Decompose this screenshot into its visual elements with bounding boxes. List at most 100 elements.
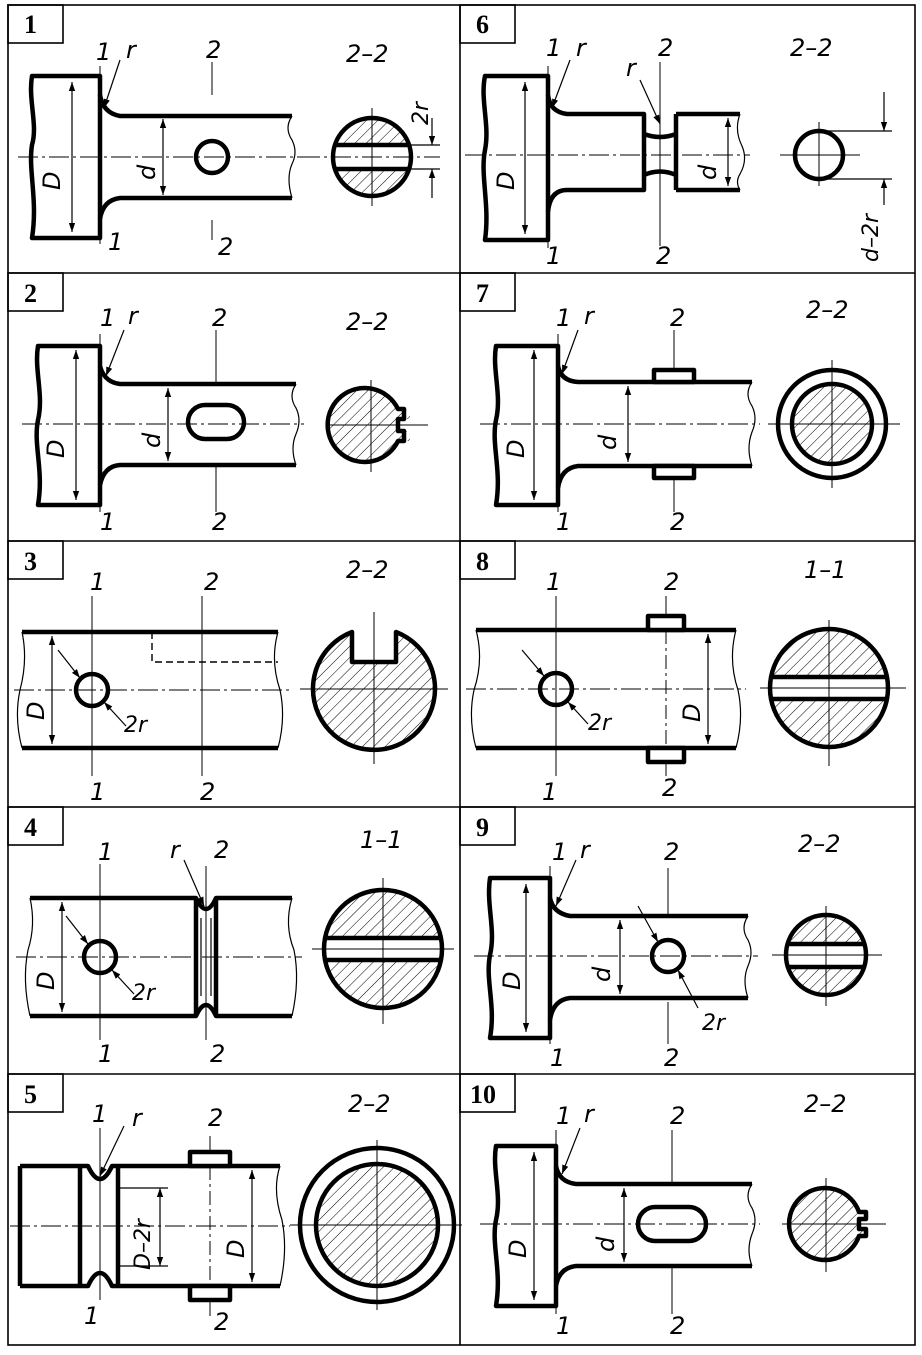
label-d-2r: d–2r xyxy=(859,212,884,262)
label-2r: 2r xyxy=(702,1011,727,1036)
label-sec1-bottom: 1 xyxy=(546,242,561,270)
panel-number-box xyxy=(7,1073,64,1113)
view-label: 2–2 xyxy=(806,296,849,324)
panel-4: 4 1 1 r 2 2 D 2r 1–1 xyxy=(7,806,454,1068)
label-sec2-top: 2 xyxy=(664,838,679,866)
label-2r: 2r xyxy=(124,713,149,738)
shaft-view xyxy=(14,596,290,776)
label-sec2-bottom: 2 xyxy=(670,508,685,536)
section-view xyxy=(300,108,440,206)
label-sec2-bottom: 2 xyxy=(670,1312,685,1340)
label-d: d xyxy=(592,1236,620,1252)
label-r2: r xyxy=(626,54,638,82)
panel-number: 10 xyxy=(470,1080,496,1109)
label-sec1-top: 1 xyxy=(556,304,571,332)
label-sec1-bottom: 1 xyxy=(556,1312,571,1340)
panel-number-box xyxy=(459,806,516,846)
label-sec1-bottom: 1 xyxy=(556,508,571,536)
panel-number-box xyxy=(459,272,516,312)
view-label: 2–2 xyxy=(798,830,841,858)
label-sec1-bottom: 1 xyxy=(90,778,105,806)
label-sec2-top: 2 xyxy=(206,36,221,64)
label-D: D xyxy=(222,1240,250,1258)
panel-2: 2 1 1 r 2 2 D d 2–2 xyxy=(7,272,428,536)
label-r: r xyxy=(580,836,592,864)
label-sec1-top: 1 xyxy=(100,304,115,332)
panel-5: 5 1 1 r 2 2 D–2r D 2–2 xyxy=(7,1073,462,1336)
label-sec1-top: 1 xyxy=(96,38,111,66)
shaft-view xyxy=(465,59,750,248)
label-D: D xyxy=(32,972,60,990)
label-sec2-bottom: 2 xyxy=(200,778,215,806)
section-view xyxy=(782,1178,886,1272)
view-label: 2–2 xyxy=(346,556,389,584)
panel-number: 8 xyxy=(476,547,489,576)
panel-number: 7 xyxy=(476,279,489,308)
shaft-view xyxy=(16,859,302,1040)
label-d: d xyxy=(694,164,722,180)
section-view xyxy=(325,380,428,472)
label-d: d xyxy=(588,966,616,982)
label-sec2-top: 2 xyxy=(670,1102,685,1130)
panel-number: 1 xyxy=(24,10,37,39)
label-D-2r: D–2r xyxy=(131,1217,156,1270)
label-D: D xyxy=(504,1240,532,1258)
label-2r: 2r xyxy=(409,100,434,125)
label-sec1-bottom: 1 xyxy=(84,1302,99,1330)
label-d: d xyxy=(133,164,161,180)
label-D: D xyxy=(38,172,66,190)
label-sec1-bottom: 1 xyxy=(108,228,123,256)
label-r: r xyxy=(576,34,588,62)
shaft-view xyxy=(18,59,300,244)
panel-number: 2 xyxy=(24,279,37,308)
panel-1: 1 1 1 r 2 2 D d 2–2 xyxy=(7,4,440,261)
section-view xyxy=(300,612,448,764)
label-sec2-bottom: 2 xyxy=(212,508,227,536)
panel-number: 3 xyxy=(24,547,37,576)
shaft-view xyxy=(22,329,304,512)
label-sec2-top: 2 xyxy=(208,1104,223,1132)
shaft-view xyxy=(480,329,760,512)
label-D: D xyxy=(492,172,520,190)
panel-10: 10 1 1 r 2 2 D d 2–2 xyxy=(459,1073,886,1340)
label-d: d xyxy=(594,434,622,450)
view-label: 2–2 xyxy=(790,34,833,62)
shaft-view xyxy=(10,1125,290,1316)
panel-number-box xyxy=(459,540,516,580)
label-sec1-top: 1 xyxy=(90,568,105,596)
label-sec2-bottom: 2 xyxy=(656,242,671,270)
label-sec1-bottom: 1 xyxy=(542,778,557,806)
label-r: r xyxy=(584,1100,596,1128)
view-label: 1–1 xyxy=(360,826,403,854)
label-sec2-top: 2 xyxy=(670,304,685,332)
label-d: d xyxy=(138,432,166,448)
label-r: r xyxy=(170,836,182,864)
label-sec2-bottom: 2 xyxy=(664,1044,679,1072)
shaft-view xyxy=(474,859,758,1044)
panel-number: 4 xyxy=(24,813,37,842)
label-sec2-top: 2 xyxy=(212,304,227,332)
panel-9: 9 1 1 r 2 2 D d 2r 2–2 xyxy=(459,806,882,1072)
label-r: r xyxy=(584,302,596,330)
panel-7: 7 1 1 r 2 2 D d 2–2 xyxy=(459,272,900,536)
label-D: D xyxy=(498,972,526,990)
shaft-view xyxy=(466,596,746,776)
section-view xyxy=(760,620,906,766)
view-label: 2–2 xyxy=(804,1090,847,1118)
label-D: D xyxy=(502,440,530,458)
panel-number: 9 xyxy=(476,813,489,842)
label-2r: 2r xyxy=(588,711,613,736)
label-sec1-top: 1 xyxy=(546,568,561,596)
label-r: r xyxy=(132,1104,144,1132)
label-D: D xyxy=(42,440,70,458)
section-view xyxy=(768,360,900,488)
label-sec1-top: 1 xyxy=(552,838,567,866)
section-view xyxy=(780,92,892,205)
label-sec1-top: 1 xyxy=(546,34,561,62)
panel-number: 5 xyxy=(24,1080,37,1109)
label-D: D xyxy=(22,702,50,720)
label-sec1-top: 1 xyxy=(98,838,113,866)
panel-6: 6 1 1 r r 2 2 D d 2–2 xyxy=(459,4,892,270)
label-2r: 2r xyxy=(132,981,157,1006)
